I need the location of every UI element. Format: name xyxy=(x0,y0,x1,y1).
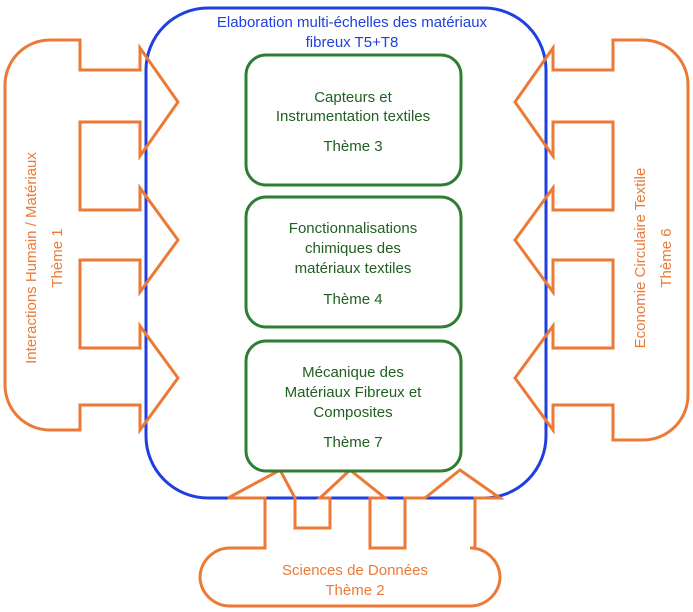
central-container xyxy=(144,6,548,500)
theme-box-7-line2: Matériaux Fibreux et xyxy=(285,384,423,401)
bottom-theme-shape xyxy=(198,467,505,608)
theme-box-3 xyxy=(244,53,463,187)
left-theme-shape xyxy=(3,38,180,435)
theme-box-7 xyxy=(244,339,463,473)
right-theme-number: Thème 6 xyxy=(658,228,675,287)
theme-box-4-theme: Thème 4 xyxy=(323,291,382,308)
central-title-line2: fibreux T5+T8 xyxy=(306,34,399,51)
theme-box-3-theme: Thème 3 xyxy=(323,138,382,155)
right-theme-title: Economie Circulaire Textile xyxy=(632,168,649,349)
theme-box-4-line2: chimiques des xyxy=(305,240,401,257)
central-title-line1: Elaboration multi-échelles des matériaux xyxy=(217,14,488,31)
left-theme-title: Interactions Humain / Matériaux xyxy=(23,152,40,364)
right-theme-shape xyxy=(513,38,690,442)
theme-box-3-line1: Capteurs et xyxy=(314,89,392,106)
left-theme-number: Thème 1 xyxy=(49,228,66,287)
theme-box-7-line3: Composites xyxy=(313,404,392,421)
theme-box-3-line2: Instrumentation textiles xyxy=(276,108,430,125)
theme-box-4-line1: Fonctionnalisations xyxy=(289,220,417,237)
bottom-theme-title: Sciences de Données xyxy=(282,562,428,579)
theme-box-7-line1: Mécanique des xyxy=(302,364,404,381)
theme-box-4-line3: matériaux textiles xyxy=(295,260,412,277)
bottom-theme-number: Thème 2 xyxy=(325,582,384,599)
theme-box-4 xyxy=(244,195,463,329)
theme-box-7-theme: Thème 7 xyxy=(323,434,382,451)
